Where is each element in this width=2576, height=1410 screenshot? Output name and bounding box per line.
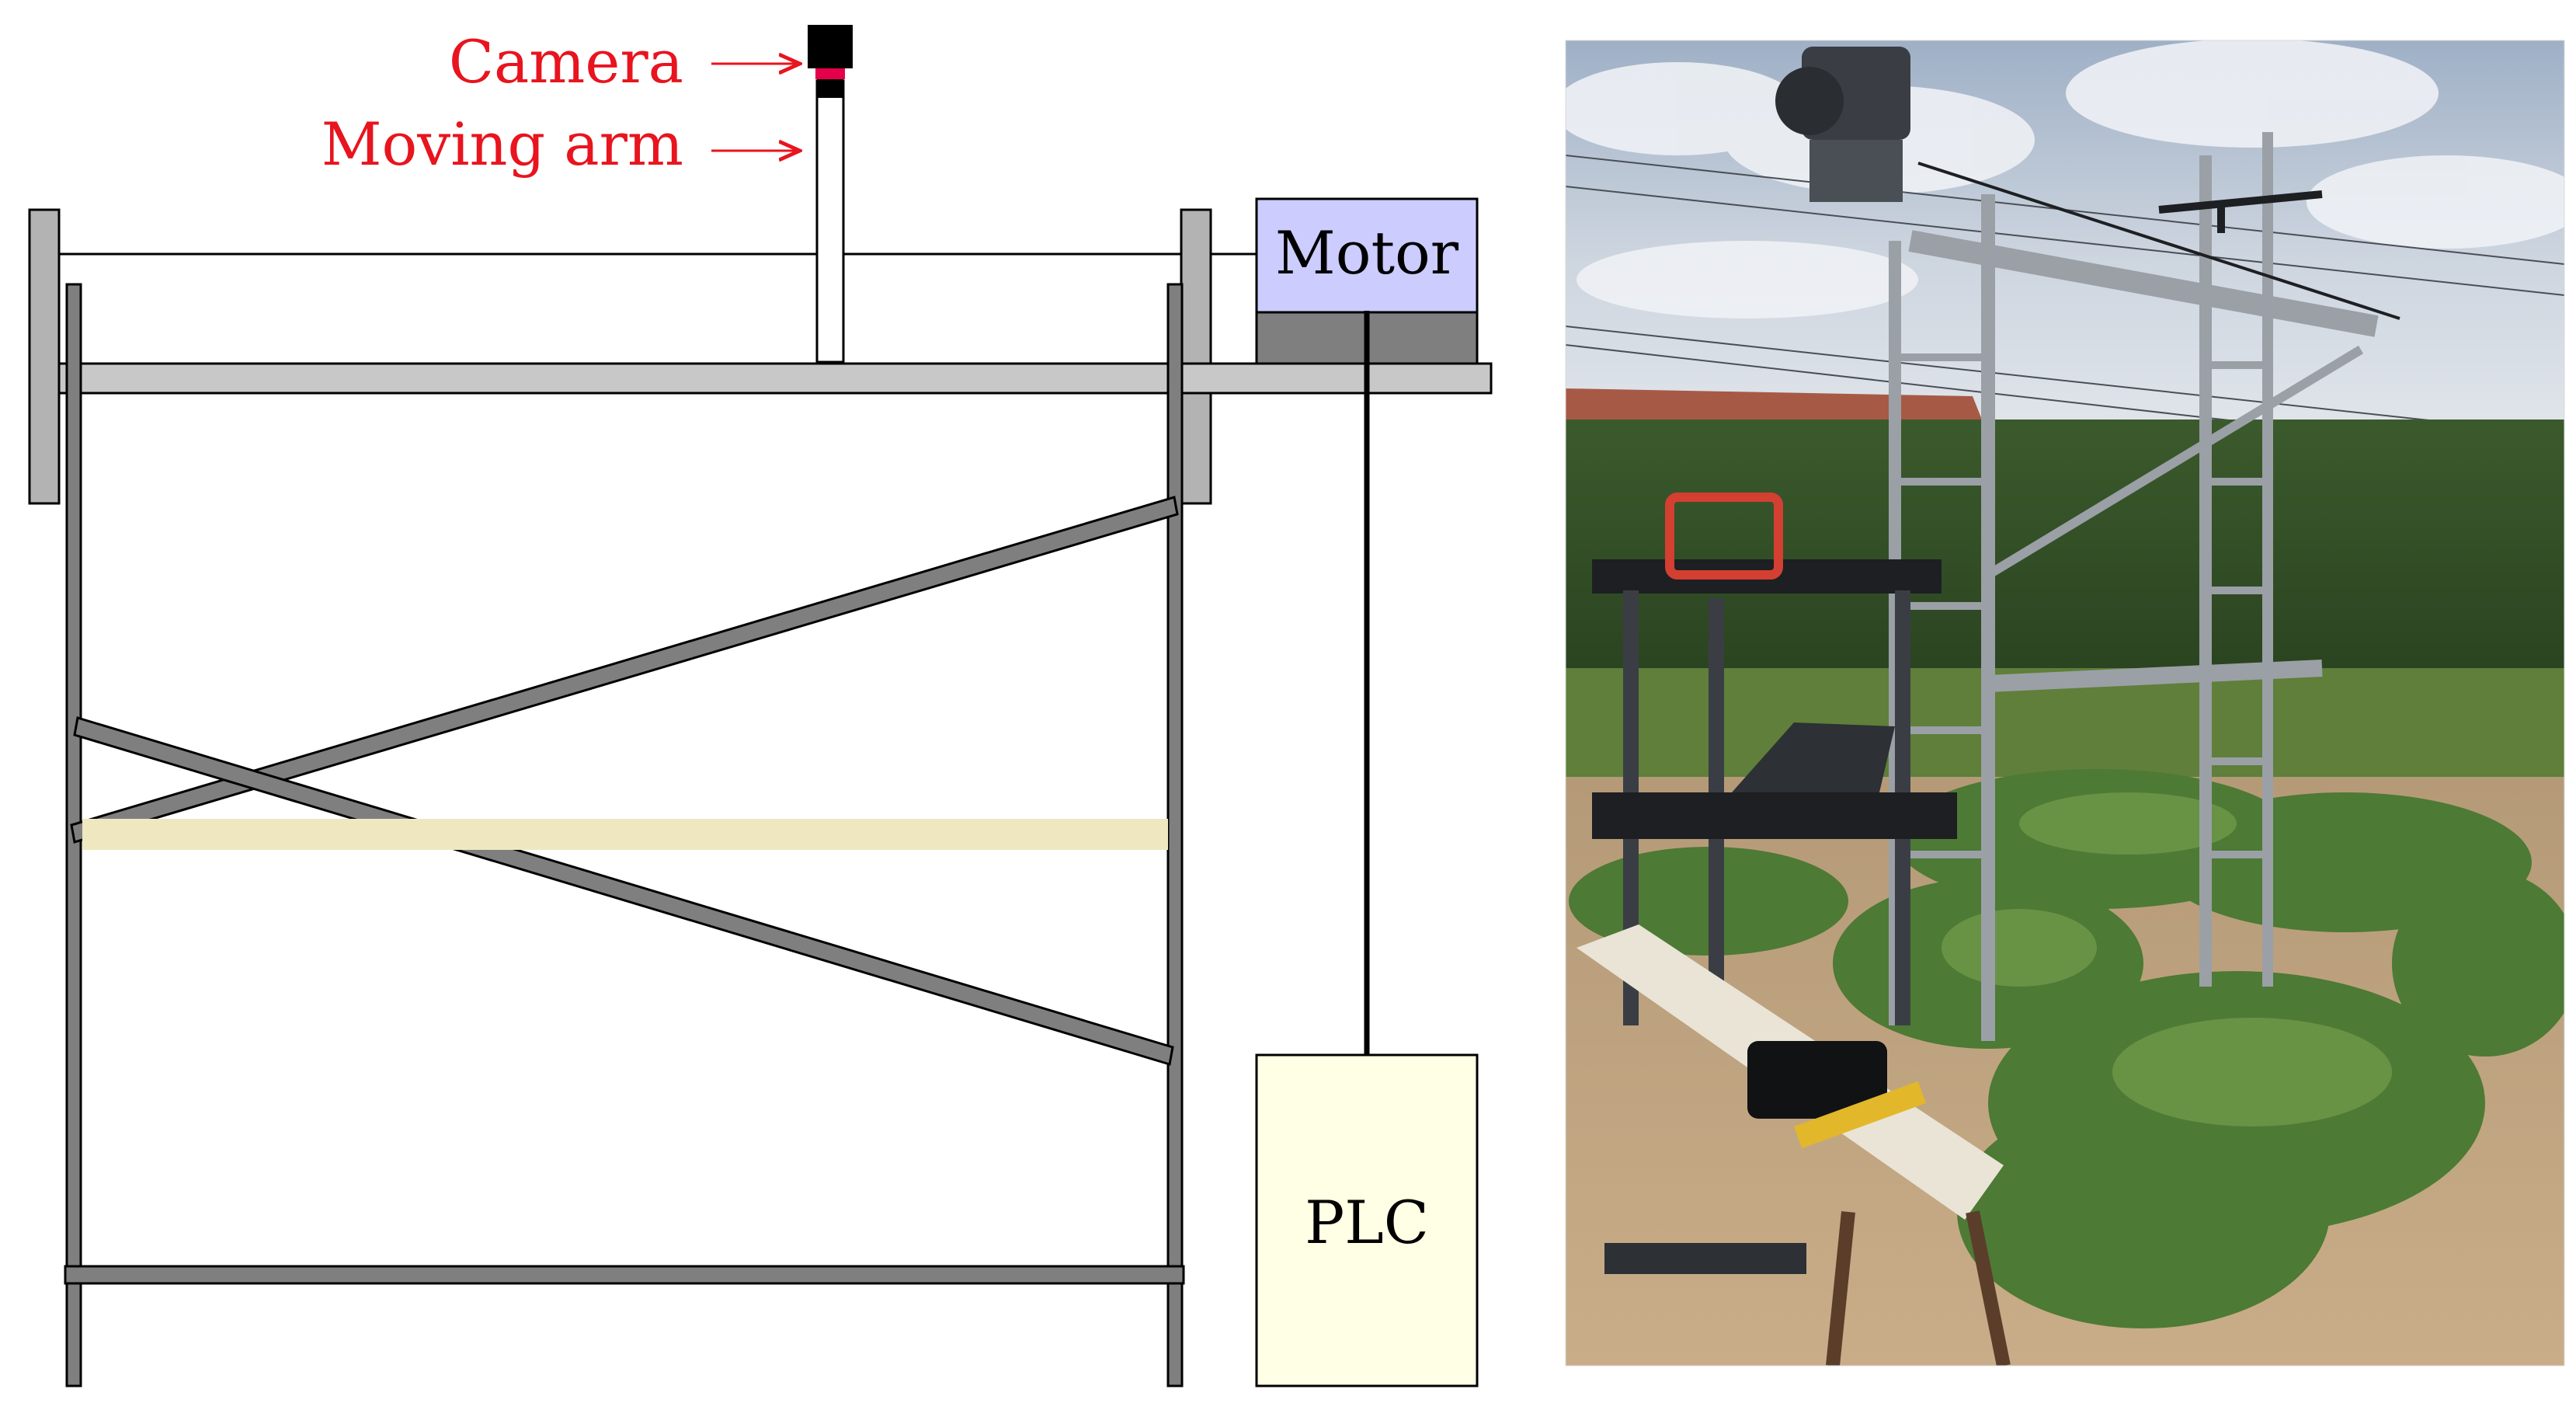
schematic-diagram: Motor PLC Camera Moving arm: [28, 25, 1493, 1387]
photo-camera-arm: [2158, 190, 2323, 233]
top-beam: [57, 362, 1493, 395]
photo-hedge: [1566, 420, 2564, 684]
diagonal-brace-falling: [73, 716, 1174, 1066]
plant-row: [82, 819, 1168, 850]
camera-label: Camera: [449, 27, 683, 96]
plc-box: [1255, 1053, 1479, 1387]
moving-arm-label: Moving arm: [322, 110, 683, 179]
photo-frame: [1565, 40, 2565, 1366]
field-photo: [1565, 40, 2565, 1366]
plc-label: PLC: [1305, 1188, 1429, 1257]
motor-label: Motor: [1275, 218, 1459, 287]
camera-mount: [817, 79, 843, 98]
camera-lens: [815, 68, 845, 79]
camera-body: [808, 25, 853, 68]
diagonal-brace-rising: [70, 496, 1179, 844]
motor-box: [1255, 197, 1479, 314]
photo-power-lines: [1566, 155, 2564, 459]
rail-end-plate-right: [1180, 208, 1212, 505]
photo-plant-highlights: [1942, 792, 2392, 1126]
moving-arm: [815, 79, 845, 364]
photo-cable: [1917, 162, 2400, 320]
bottom-beam: [64, 1265, 1185, 1285]
photo-motor: [1775, 47, 1910, 202]
rail-end-plate-left: [28, 208, 61, 505]
post-right: [1166, 283, 1184, 1387]
photo-table: [1592, 493, 1957, 1274]
photo-bench: [1577, 924, 2011, 1366]
